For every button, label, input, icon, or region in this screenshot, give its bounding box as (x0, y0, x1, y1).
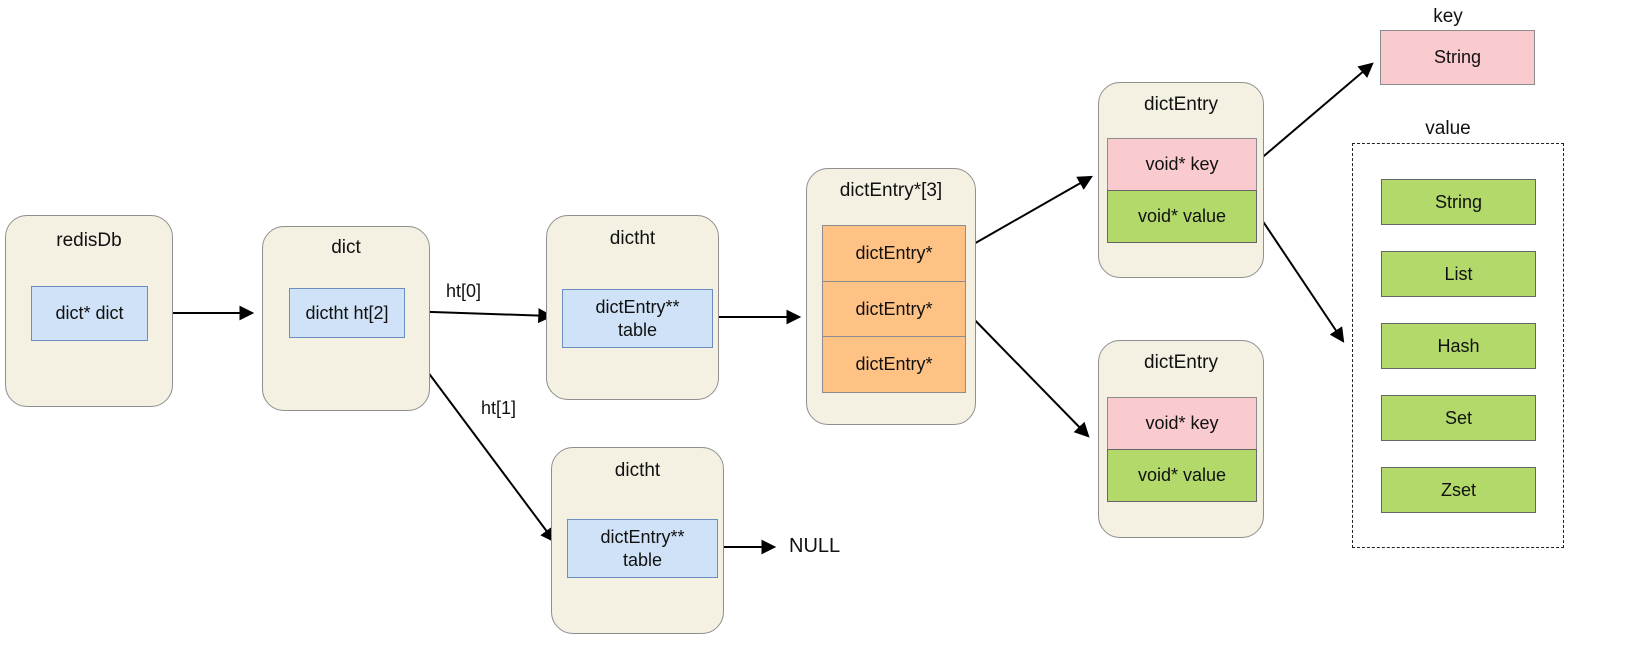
value-type-string: String (1381, 179, 1536, 225)
dictentry-array-slot-2: dictEntry* (822, 336, 966, 393)
redisdb-node: redisDb dict* dict (5, 215, 173, 407)
dictentry-top-key-field: void* key (1107, 138, 1257, 191)
dictht-top-table-field: dictEntry** table (562, 289, 713, 348)
edge-label-ht1: ht[1] (481, 398, 517, 418)
key-string-box: String (1380, 30, 1535, 85)
redisdb-dict-pointer-field: dict* dict (31, 286, 148, 341)
null-label: NULL (789, 535, 841, 557)
arrow-slot2-to-dictentry-bottom (964, 309, 1090, 438)
redisdb-title: redisDb (56, 230, 122, 251)
value-group-label: value (1425, 118, 1471, 139)
value-type-list: List (1381, 251, 1536, 297)
dictentry-bottom-value-field: void* value (1107, 448, 1257, 502)
dictentry-array-node: dictEntry*[3] dictEntry* dictEntry* dict… (806, 168, 976, 425)
arrow-value-to-types (1257, 213, 1345, 343)
dictentry-top-title: dictEntry (1144, 94, 1218, 115)
arrow-slot1-to-dictentry-top (964, 175, 1093, 250)
dictentry-array-title: dictEntry*[3] (839, 180, 943, 201)
dictentry-top-value-field: void* value (1107, 189, 1257, 243)
dictentry-bottom-key-field: void* key (1107, 397, 1257, 450)
dict-title: dict (331, 237, 361, 258)
dictentry-array-slot-0: dictEntry* (822, 225, 966, 282)
value-type-hash: Hash (1381, 323, 1536, 369)
dictentry-top-node: dictEntry void* key void* value (1098, 82, 1264, 278)
value-types-group: String List Hash Set Zset (1352, 143, 1564, 548)
dictht-bottom-table-field: dictEntry** table (567, 519, 718, 578)
dict-node: dict dictht ht[2] (262, 226, 430, 411)
dictht-bottom-title: dictht (614, 460, 661, 481)
dictht-top-node: dictht dictEntry** table (546, 215, 719, 400)
dictentry-bottom-title: dictEntry (1144, 352, 1218, 373)
dictht-top-title: dictht (609, 228, 656, 249)
value-type-zset: Zset (1381, 467, 1536, 513)
dictentry-array-slot-1: dictEntry* (822, 280, 966, 338)
dictht-bottom-node: dictht dictEntry** table (551, 447, 724, 634)
dict-ht-array-field: dictht ht[2] (289, 288, 405, 338)
key-group-label: key (1433, 6, 1463, 27)
edge-label-ht0: ht[0] (446, 281, 482, 301)
value-type-set: Set (1381, 395, 1536, 441)
dictentry-bottom-node: dictEntry void* key void* value (1098, 340, 1264, 538)
